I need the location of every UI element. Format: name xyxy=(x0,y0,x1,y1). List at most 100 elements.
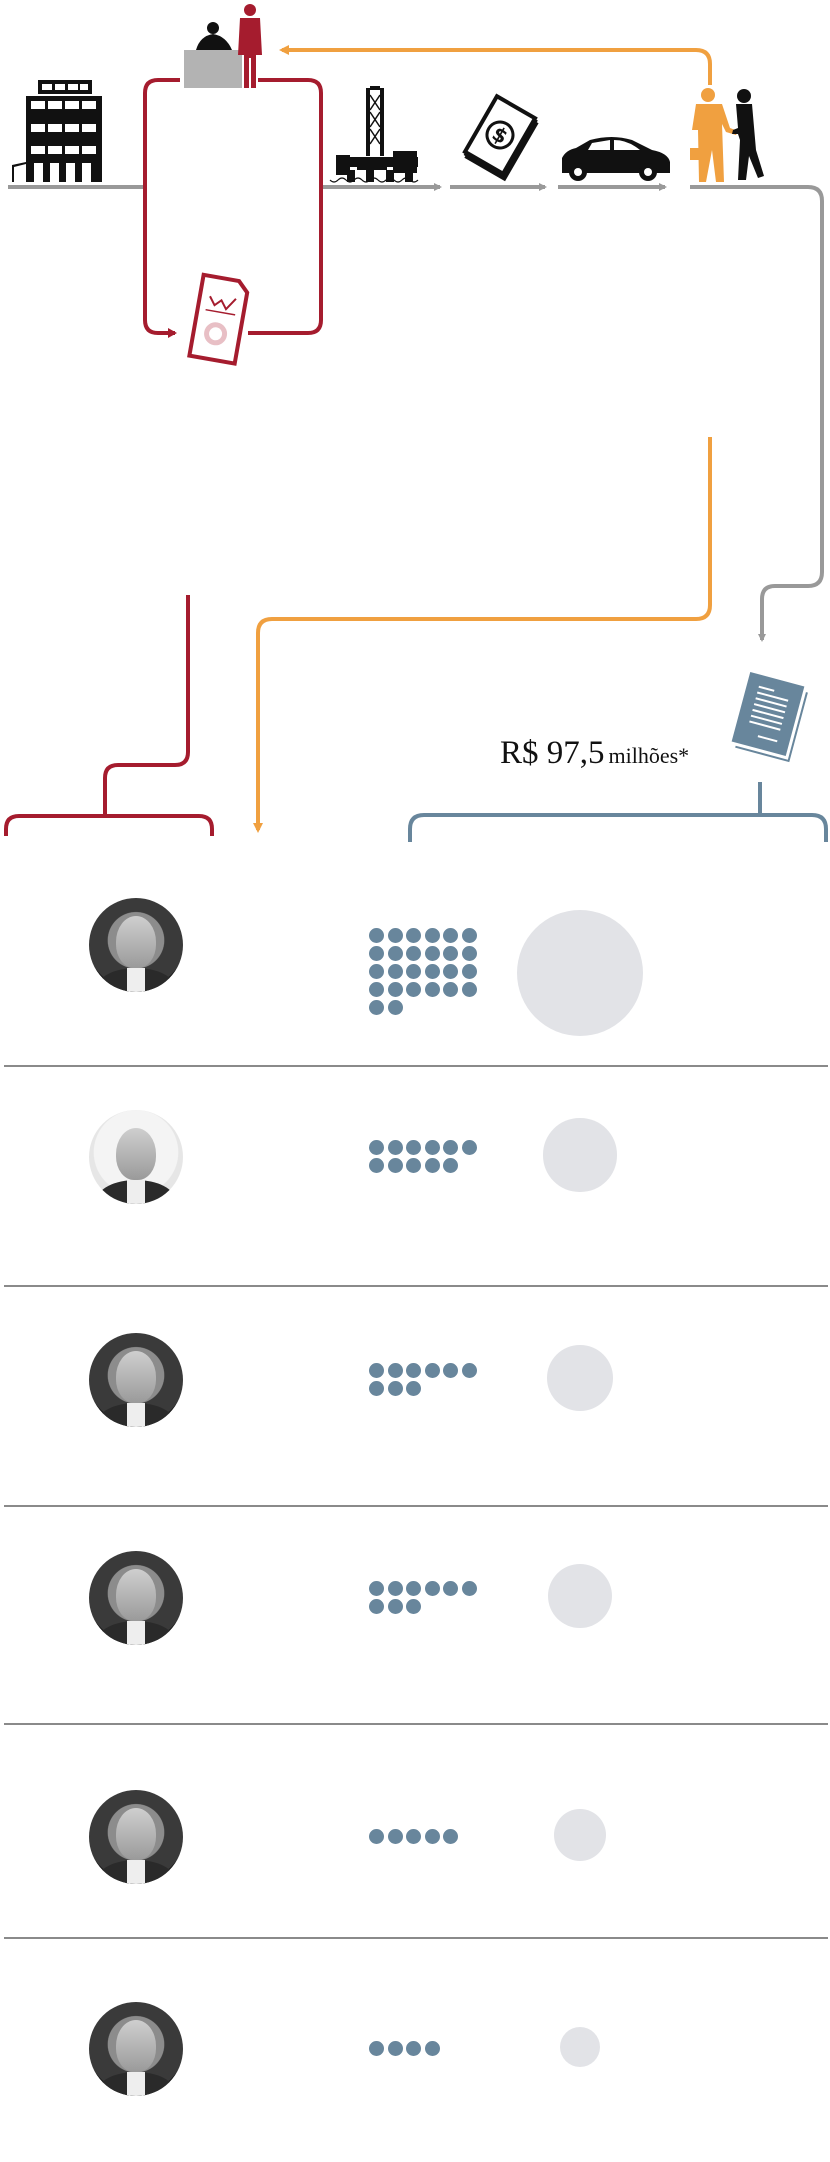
contribution-dot xyxy=(443,1158,458,1173)
contribution-dot xyxy=(461,1363,477,1378)
contribution-dot xyxy=(369,982,384,997)
contribution-dot xyxy=(369,1829,384,1844)
bracket-blue xyxy=(408,782,828,842)
avatar-face xyxy=(116,2020,156,2072)
contribution-dot xyxy=(406,1829,421,1844)
documents-icon xyxy=(731,671,808,763)
building-icon xyxy=(12,80,102,182)
contribution-dot xyxy=(424,1581,440,1596)
avatar-collar xyxy=(127,2072,145,2096)
person-row xyxy=(0,1505,830,1725)
contribution-dot xyxy=(461,982,477,997)
amount-bubble xyxy=(547,1563,613,1629)
contribution-dot xyxy=(461,1140,477,1155)
avatar-face xyxy=(116,1808,156,1860)
contribution-dot xyxy=(387,1140,403,1155)
avatar-collar xyxy=(127,968,145,992)
amount-bubble xyxy=(554,1809,606,1861)
report-document-icon xyxy=(187,272,250,366)
person-row xyxy=(0,1065,830,1285)
contribution-dot xyxy=(406,1158,421,1173)
contribution-dot xyxy=(461,928,477,943)
contribution-dot xyxy=(369,1599,384,1614)
avatar xyxy=(89,1551,183,1645)
row-separator xyxy=(4,1723,828,1725)
contribution-dot xyxy=(369,946,384,961)
avatar-collar xyxy=(127,1403,145,1427)
contribution-dot xyxy=(406,2041,421,2056)
contribution-dot xyxy=(424,946,440,961)
amount-bubble xyxy=(543,1118,617,1192)
person-row xyxy=(0,1723,830,1943)
contribution-dot xyxy=(406,946,421,961)
contribution-dot xyxy=(443,1581,458,1596)
contribution-dot xyxy=(387,946,403,961)
avatar-collar xyxy=(127,1621,145,1645)
contribution-dot xyxy=(387,2041,403,2056)
avatar xyxy=(89,898,183,992)
contribution-dot xyxy=(387,1381,403,1396)
contribution-dot xyxy=(406,1599,421,1614)
contribution-dot xyxy=(461,946,477,961)
flow-line-orange xyxy=(253,45,712,833)
contribution-dot xyxy=(387,964,403,979)
desk-meeting-icon xyxy=(184,4,262,88)
contribution-dot xyxy=(387,982,403,997)
contribution-dot xyxy=(369,1363,384,1378)
row-separator xyxy=(4,1937,828,1939)
contribution-dot xyxy=(387,1581,403,1596)
contribution-dot xyxy=(387,1363,403,1378)
contribution-dot xyxy=(387,928,403,943)
contribution-dot xyxy=(369,1000,384,1015)
contribution-dot xyxy=(424,2041,440,2056)
avatar-face xyxy=(116,1128,156,1180)
contribution-dot xyxy=(443,928,458,943)
contribution-dot xyxy=(369,1581,384,1596)
contribution-dot xyxy=(369,1158,384,1173)
contribution-dot xyxy=(406,928,421,943)
row-separator xyxy=(4,1505,828,1507)
contribution-dot xyxy=(443,1829,458,1844)
oil-platform-icon xyxy=(329,86,419,183)
avatar xyxy=(89,2002,183,2096)
contribution-dot xyxy=(461,964,477,979)
avatar-face xyxy=(116,1569,156,1621)
contribution-dot xyxy=(424,1158,440,1173)
contribution-dot xyxy=(443,982,458,997)
person-row xyxy=(0,860,830,1080)
amount-bubble xyxy=(559,2026,601,2068)
avatar-face xyxy=(116,1351,156,1403)
person-row xyxy=(0,1285,830,1505)
total-amount: R$ 97,5 xyxy=(500,735,605,771)
contribution-dot xyxy=(406,1363,421,1378)
flow-line-red xyxy=(4,78,323,836)
avatar-collar xyxy=(127,1860,145,1884)
flow-line-gray xyxy=(8,183,824,642)
contribution-dot xyxy=(387,1599,403,1614)
contribution-dot xyxy=(461,1581,477,1596)
person-row xyxy=(0,1937,830,2157)
avatar xyxy=(89,1110,183,1204)
money-flow-diagram: $ xyxy=(4,4,828,842)
contribution-dot xyxy=(369,964,384,979)
avatar-collar xyxy=(127,1180,145,1204)
total-unit: milhões* xyxy=(608,743,690,768)
contribution-dot xyxy=(443,946,458,961)
contribution-dot xyxy=(387,1158,403,1173)
contribution-dot xyxy=(406,1381,421,1396)
contribution-dot xyxy=(424,982,440,997)
contribution-dot xyxy=(387,1000,403,1015)
contribution-dot xyxy=(424,1363,440,1378)
contribution-dot xyxy=(369,1140,384,1155)
contribution-dot xyxy=(406,1140,421,1155)
money-stack-icon: $ xyxy=(462,93,539,182)
contribution-dot xyxy=(406,982,421,997)
contribution-dot xyxy=(443,1140,458,1155)
contribution-dot xyxy=(424,928,440,943)
contribution-dot xyxy=(406,1581,421,1596)
row-separator xyxy=(4,1065,828,1067)
amount-bubble xyxy=(517,910,643,1036)
row-separator xyxy=(4,1285,828,1287)
contribution-dot xyxy=(424,1829,440,1844)
contribution-dot xyxy=(369,2041,384,2056)
